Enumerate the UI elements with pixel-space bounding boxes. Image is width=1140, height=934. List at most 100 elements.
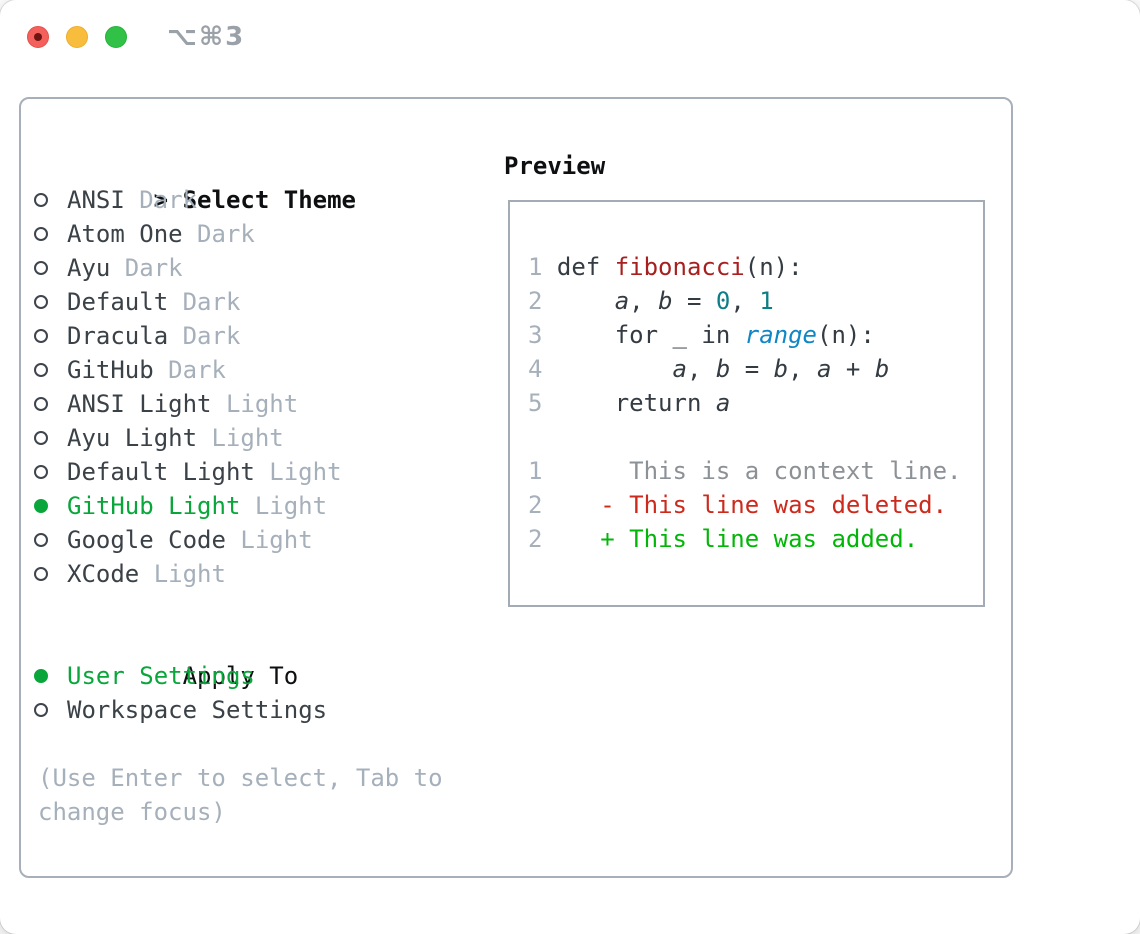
line-number: 3 [528, 321, 543, 349]
apply-to-option[interactable]: User Settings [34, 659, 490, 693]
code-token [557, 525, 600, 553]
option-variant-label: Light [240, 526, 313, 554]
apply-to-header-label: Apply To [182, 662, 299, 690]
radio-icon [34, 363, 48, 377]
minimize-button[interactable] [66, 26, 88, 48]
option-variant-label: Dark [197, 220, 255, 248]
code-token: b [715, 355, 731, 383]
code-token: , [788, 355, 818, 383]
option-variant-label: Light [225, 390, 299, 418]
theme-option[interactable]: XCode Light [34, 557, 490, 591]
option-label: Google Code [67, 526, 226, 554]
option-variant-label: Dark [182, 322, 241, 350]
code-token [557, 491, 600, 519]
code-token: + [831, 355, 875, 383]
radio-icon [34, 193, 48, 207]
code-token: def [556, 253, 615, 281]
code-token: , [686, 355, 716, 383]
radio-icon [34, 431, 48, 445]
code-line: 2 + This line was added. [528, 522, 983, 556]
code-token: a [817, 355, 832, 383]
code-line: 4 a, b = b, a + b [528, 352, 983, 386]
code-line: 2 a, b = 0, 1 [528, 284, 983, 318]
title-bar: ⌥⌘3 [27, 22, 246, 52]
code-token: b [658, 287, 673, 315]
window-title: ⌥⌘3 [167, 22, 246, 52]
option-variant-label: Light [211, 424, 284, 452]
spacer [38, 591, 490, 625]
line-number: 4 [528, 355, 543, 383]
radio-icon [34, 329, 48, 343]
code-line [528, 420, 983, 454]
code-token: b [773, 355, 789, 383]
code-token: , [629, 287, 659, 315]
theme-option[interactable]: Google Code Light [34, 523, 490, 557]
option-label: Ayu Light [67, 424, 198, 452]
code-token: - This line was deleted. [600, 491, 948, 519]
theme-option[interactable]: GitHub Light Light [34, 489, 490, 523]
cursor-prompt-icon: > [153, 186, 169, 214]
line-number: 5 [528, 389, 543, 417]
code-token: a [672, 355, 687, 383]
line-number: 2 [528, 525, 543, 553]
option-variant-label: Dark [182, 288, 241, 316]
option-variant-label: Light [269, 458, 342, 486]
apply-to-header: Apply To [38, 625, 490, 690]
code-line: 2 - This line was deleted. [528, 488, 983, 522]
code-token: , [730, 287, 760, 315]
theme-option[interactable]: GitHub Dark [34, 353, 490, 387]
code-token: (n): [817, 321, 875, 349]
code-line: 1 This is a context line. [528, 454, 983, 488]
code-token: a [614, 287, 630, 315]
option-label: Default [67, 288, 169, 316]
code-token: This is a context line. [556, 457, 962, 485]
radio-icon [34, 397, 48, 411]
option-variant-label: Dark [139, 186, 198, 214]
line-number: 1 [528, 457, 543, 485]
theme-option[interactable]: ANSI Light Light [34, 387, 490, 421]
option-label: Ayu [67, 254, 111, 282]
option-label: GitHub [67, 356, 154, 384]
select-theme-header: >Select Theme [38, 149, 490, 214]
radio-selected-icon [34, 669, 48, 683]
code-token: b [874, 355, 890, 383]
code-token: 1 [759, 287, 774, 315]
code-token: + This line was added. [600, 525, 919, 553]
option-label: XCode [67, 560, 140, 588]
close-button[interactable] [27, 26, 49, 48]
apply-to-option[interactable]: Workspace Settings [34, 693, 490, 727]
option-variant-label: Light [153, 560, 226, 588]
radio-icon [34, 261, 48, 275]
option-label: GitHub Light [67, 492, 241, 520]
theme-option[interactable]: Ayu Light Light [34, 421, 490, 455]
code-token: for _ in [556, 321, 745, 349]
radio-selected-icon [34, 499, 48, 513]
option-label: ANSI Light [67, 390, 212, 418]
option-label: Workspace Settings [67, 696, 328, 724]
zoom-button[interactable] [105, 26, 127, 48]
theme-option[interactable]: Default Dark [34, 285, 490, 319]
code-token: return [556, 389, 716, 417]
radio-icon [34, 703, 48, 717]
radio-icon [34, 295, 48, 309]
code-token: fibonacci [614, 253, 745, 281]
option-variant-label: Light [254, 492, 328, 520]
code-token: range [744, 321, 817, 349]
code-line: 3 for _ in range(n): [528, 318, 983, 352]
code-token: a [715, 389, 731, 417]
code-token: = [672, 287, 716, 315]
option-variant-label: Dark [168, 356, 226, 384]
line-number: 2 [528, 491, 543, 519]
radio-icon [34, 227, 48, 241]
